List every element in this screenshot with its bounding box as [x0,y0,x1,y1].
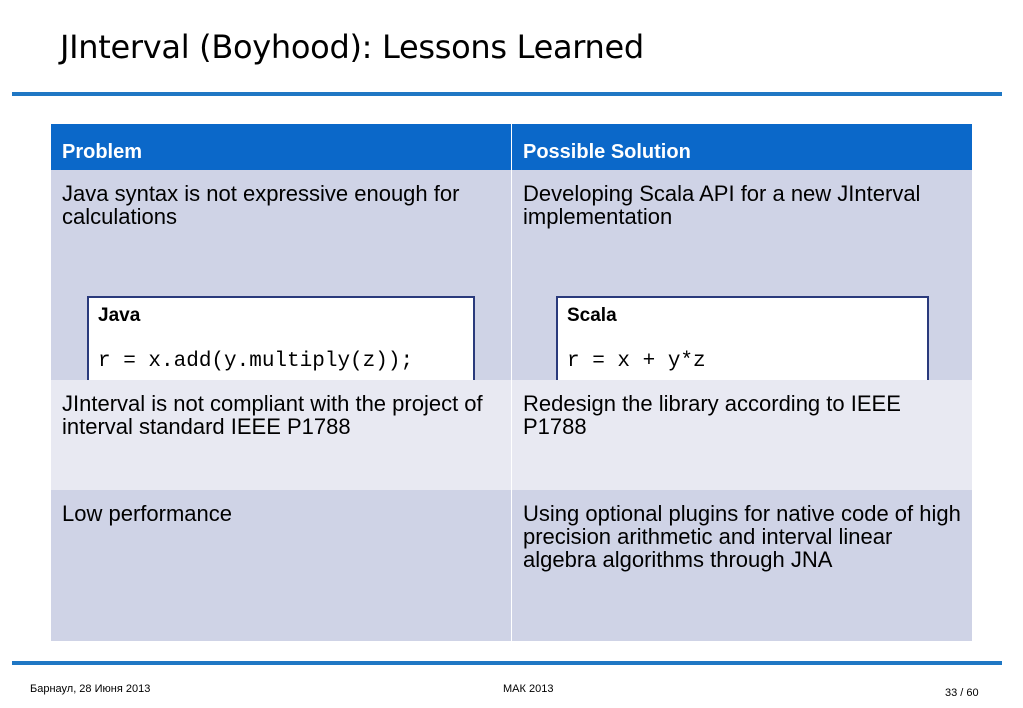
java-label: Java [98,305,141,326]
java-code: r = x.add(y.multiply(z)); [98,350,414,373]
problem-text: JInterval is not compliant with the proj… [62,391,483,439]
solution-text: Developing Scala API for a new JInterval… [523,181,921,229]
java-code-box: Java r = x.add(y.multiply(z)); [87,296,475,394]
title-divider [12,92,1002,96]
problem-cell-performance: Low performance [51,490,511,641]
slide-title: JInterval (Boyhood): Lessons Learned [60,28,644,66]
header-problem: Problem [51,124,511,170]
solution-text: Using optional plugins for native code o… [523,501,961,572]
solution-cell-redesign: Redesign the library according to IEEE P… [511,380,972,490]
scala-code: r = x + y*z [567,350,706,373]
footer-event: МАК 2013 [503,683,554,695]
scala-code-box: Scala r = x + y*z [556,296,929,394]
footer-location-date: Барнаул, 28 Июня 2013 [30,683,151,695]
scala-label: Scala [567,305,617,326]
solution-text: Redesign the library according to IEEE P… [523,391,901,439]
page-number: 33 / 60 [945,687,979,699]
problem-cell-compliance: JInterval is not compliant with the proj… [51,380,511,490]
problem-cell-syntax: Java syntax is not expressive enough for… [51,170,511,394]
solution-cell-plugins: Using optional plugins for native code o… [511,490,972,641]
header-possible-solution: Possible Solution [511,124,972,170]
problem-text: Java syntax is not expressive enough for… [62,181,460,229]
problem-text: Low performance [62,501,232,526]
solution-cell-scala-api: Developing Scala API for a new JInterval… [511,170,972,394]
lessons-table: Problem Possible Solution Java syntax is… [51,124,972,641]
footer-divider [12,661,1002,665]
